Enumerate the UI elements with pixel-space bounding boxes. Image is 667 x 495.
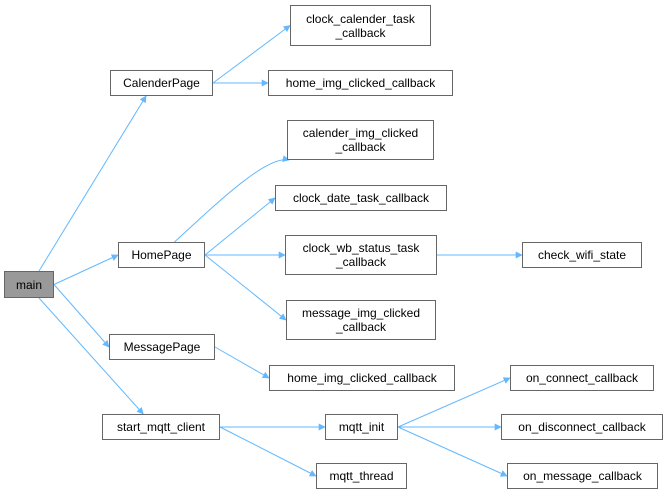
- node-calender-img-clicked-callback[interactable]: calender_img_clicked _callback: [287, 120, 434, 160]
- node-calender-page[interactable]: CalenderPage: [110, 70, 213, 96]
- node-home-img-clicked-callback-1[interactable]: home_img_clicked_callback: [268, 70, 453, 96]
- node-mqtt-thread[interactable]: mqtt_thread: [316, 463, 407, 489]
- edge-main-to-home-page: [53, 254, 119, 285]
- node-mqtt-init[interactable]: mqtt_init: [325, 414, 398, 440]
- node-on-disconnect-callback[interactable]: on_disconnect_callback: [501, 414, 663, 440]
- edge-home-page-to-calender-img-clicked-callback: [174, 155, 290, 243]
- edge-home-page-to-clock-date-task-callback: [204, 197, 276, 256]
- node-message-img-clicked-callback[interactable]: message_img_clicked _callback: [286, 300, 436, 340]
- edge-start-mqtt-client-to-mqtt-thread: [219, 426, 317, 477]
- node-message-page[interactable]: MessagePage: [109, 334, 215, 360]
- node-on-message-callback[interactable]: on_message_callback: [507, 463, 658, 489]
- edge-main-to-start-mqtt-client: [38, 297, 144, 415]
- node-start-mqtt-client[interactable]: start_mqtt_client: [102, 414, 220, 440]
- edge-calender-page-to-clock-calender-task-callback: [212, 25, 291, 84]
- node-clock-date-task-callback[interactable]: clock_date_task_callback: [275, 185, 447, 211]
- node-on-connect-callback[interactable]: on_connect_callback: [510, 365, 654, 391]
- edge-main-to-calender-page: [38, 95, 147, 272]
- node-main[interactable]: main: [4, 271, 54, 298]
- edge-mqtt-init-to-on-message-callback: [397, 426, 508, 477]
- edge-message-page-to-home-img-clicked-callback-2: [214, 346, 270, 379]
- edge-mqtt-init-to-on-connect-callback: [397, 377, 511, 428]
- node-home-page[interactable]: HomePage: [118, 242, 205, 268]
- node-clock-wb-status-task-callback[interactable]: clock_wb_status_task _callback: [285, 235, 437, 275]
- node-clock-calender-task-callback[interactable]: clock_calender_task _callback: [290, 5, 431, 46]
- edge-home-page-to-message-img-clicked-callback: [204, 254, 287, 321]
- edge-main-to-message-page: [53, 284, 110, 348]
- node-home-img-clicked-callback-2[interactable]: home_img_clicked_callback: [269, 365, 455, 391]
- node-check-wifi-state[interactable]: check_wifi_state: [522, 242, 642, 268]
